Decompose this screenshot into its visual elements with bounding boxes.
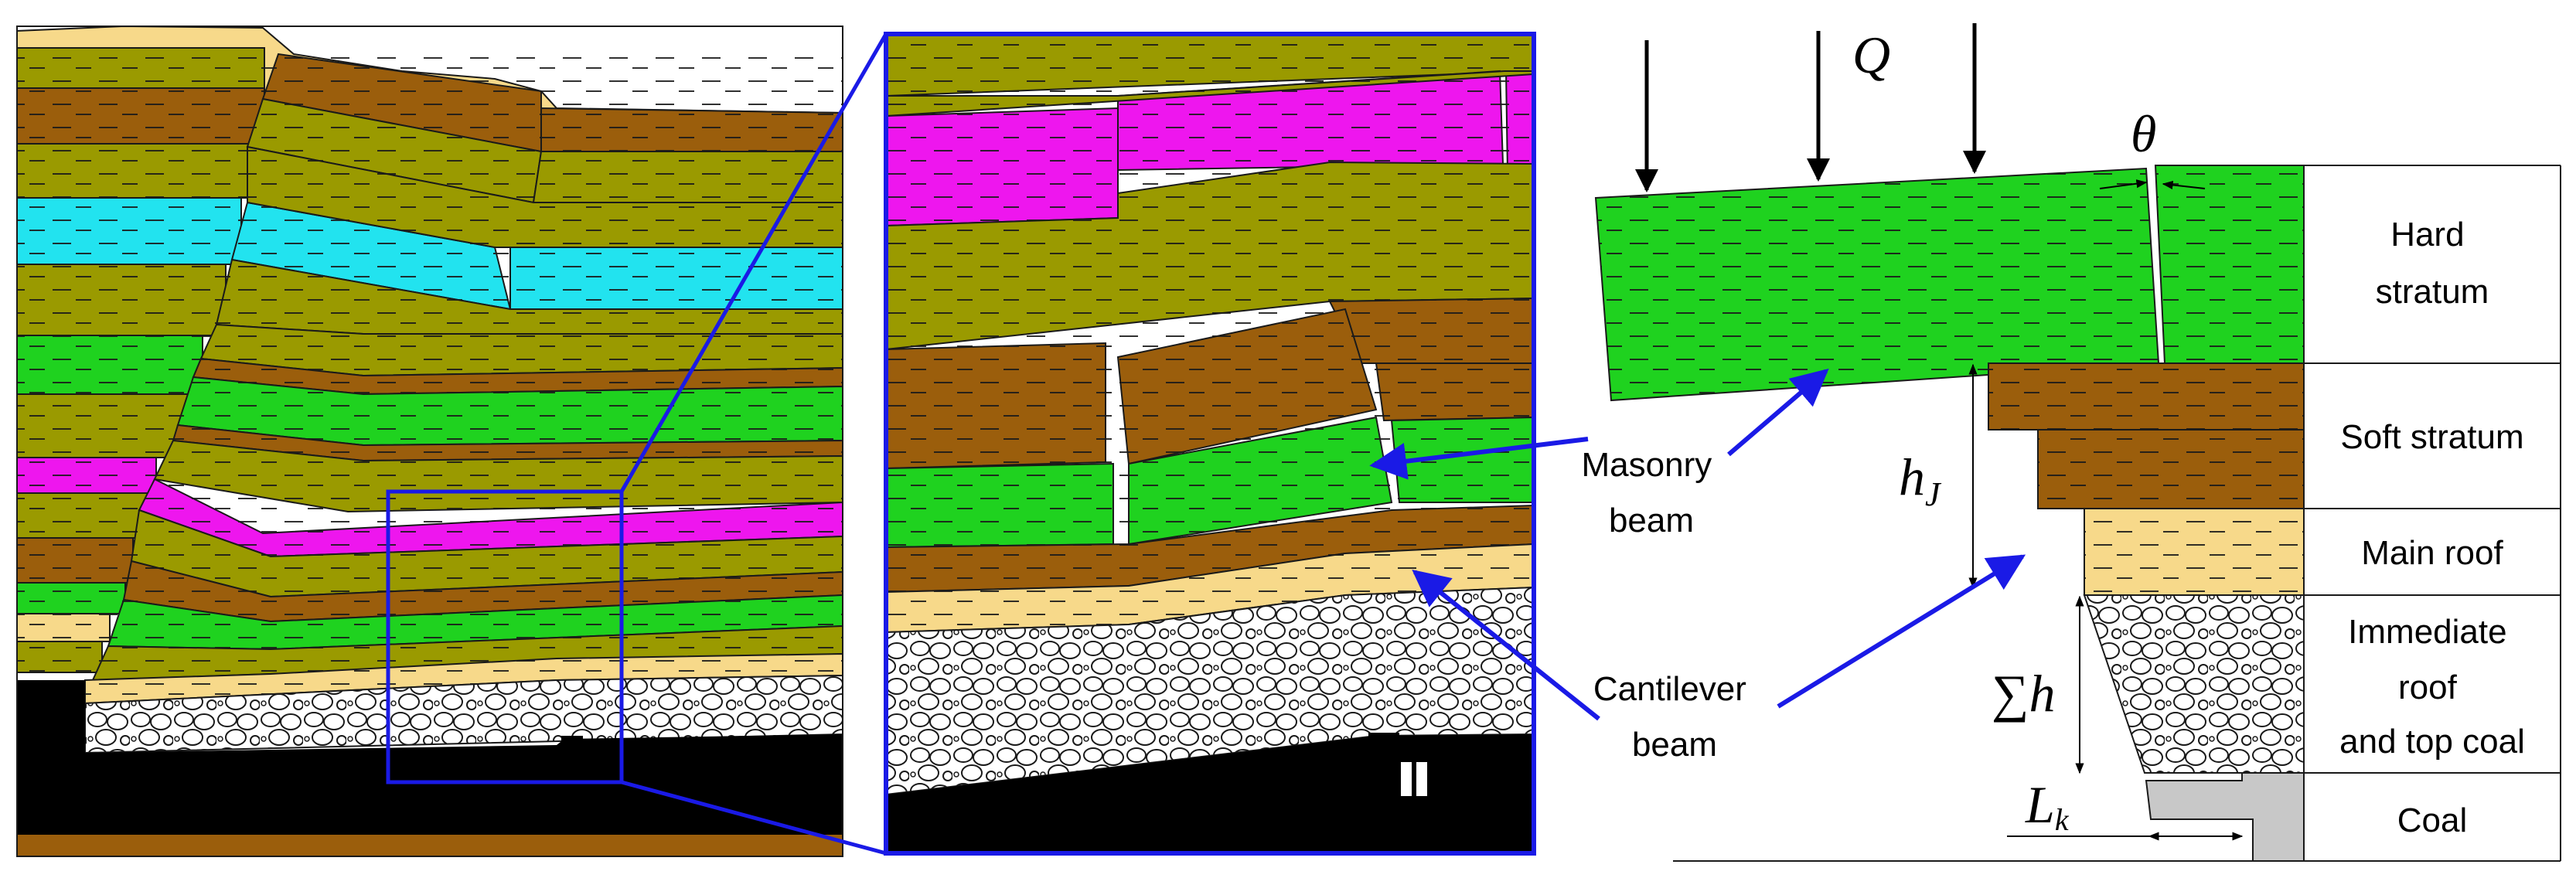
zoom-indicator (386, 32, 888, 856)
legend-table (1673, 165, 2561, 862)
mechanical-schematic: Q θ hJ ∑h Lk Masonry beam Cantilever bea… (1369, 23, 2561, 862)
coal-seam (17, 680, 843, 835)
immediate-roof-rubble (2083, 594, 2305, 774)
zoom-box (386, 489, 624, 784)
coal-pillar (2145, 772, 2305, 862)
left-panel-border (16, 26, 843, 857)
legend-soft-stratum: Soft stratum (2340, 418, 2523, 456)
strata-model-panel (16, 25, 843, 857)
zoom-detail-panel (884, 32, 1536, 856)
hj-symbol: hJ (1899, 448, 1942, 513)
support-icon (561, 736, 583, 753)
legend-main-roof: Main roof (2361, 534, 2503, 572)
cantilever-beam-label: Cantilever beam (1593, 670, 1756, 764)
load-arrows (1635, 23, 1986, 192)
arrow-icon (1777, 554, 2026, 709)
lk-symbol: Lk (2025, 775, 2070, 837)
legend-immediate-roof: Immediate roof and top coal (2339, 613, 2525, 761)
legend-hard-stratum: Hard stratum (2376, 216, 2489, 311)
load-symbol: Q (1852, 26, 1890, 84)
arrow-icon (1369, 437, 1589, 480)
rotation-angle-symbol: θ (2131, 104, 2156, 163)
floor-layer (17, 835, 843, 856)
arrow-icon (1412, 570, 1600, 721)
masonry-beam-label: Masonry beam (1582, 446, 1722, 539)
legend-coal: Coal (2397, 801, 2468, 839)
arrow-icon (1727, 368, 1829, 457)
sum-h-symbol: ∑h (1992, 664, 2055, 723)
